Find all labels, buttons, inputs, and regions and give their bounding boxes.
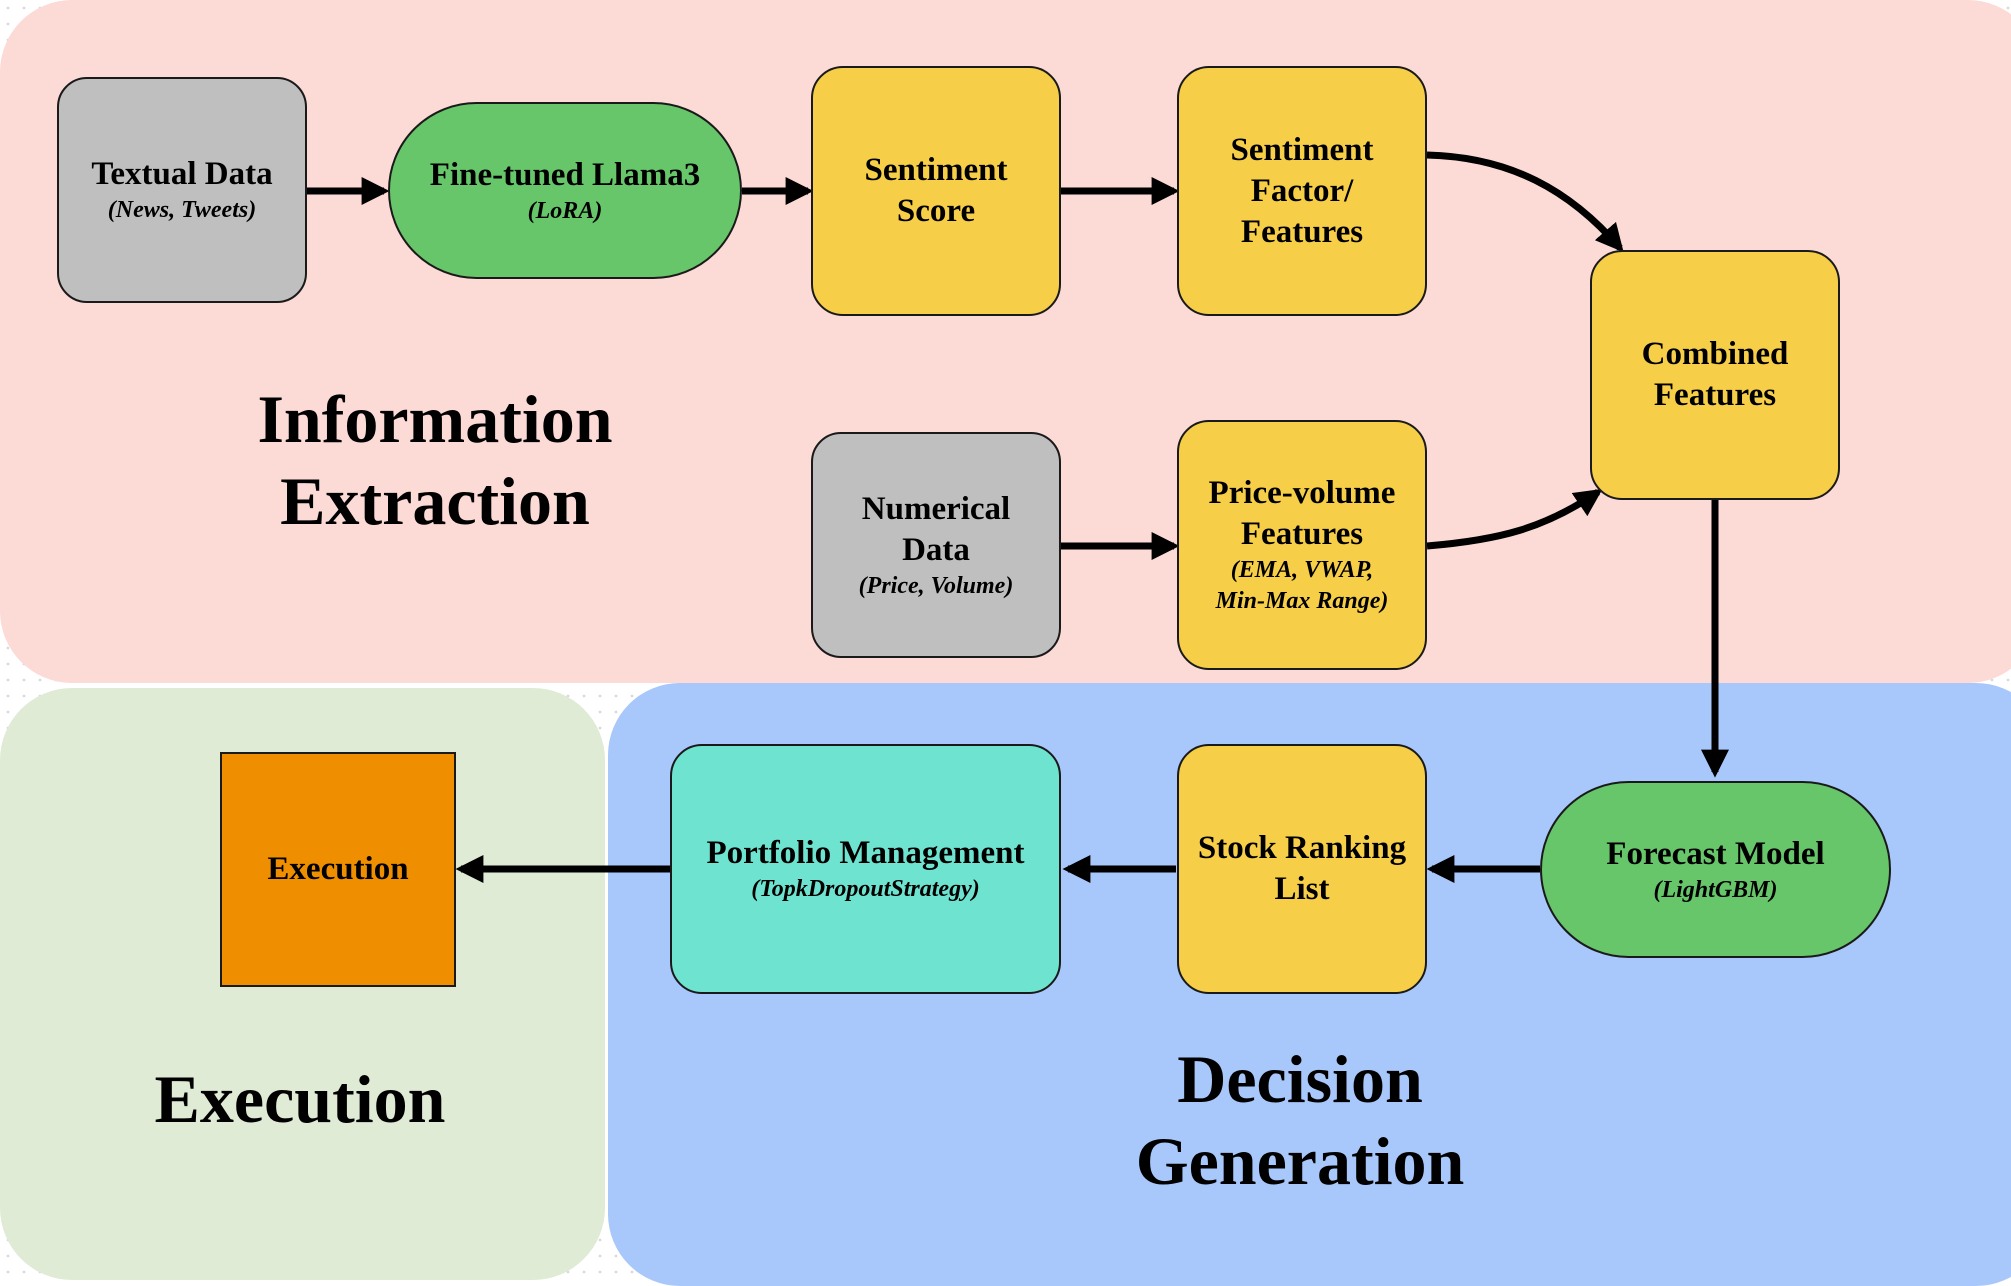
portfolio-management-title: Portfolio Management — [706, 835, 1025, 871]
sentiment-score-title: Sentiment Score — [864, 152, 1008, 229]
combined-features-title: Combined Features — [1641, 336, 1789, 413]
sentiment-factor-title: Sentiment Factor/ Features — [1230, 131, 1374, 250]
price-volume-node: Price-volume Features (EMA, VWAP, Min-Ma… — [1177, 420, 1427, 670]
forecast-model-title: Forecast Model — [1606, 835, 1825, 872]
sentiment-score-node: Sentiment Score — [811, 66, 1061, 316]
textual-data-title: Textual Data — [91, 156, 273, 192]
portfolio-management-node: Portfolio Management (TopkDropoutStrateg… — [670, 744, 1061, 994]
arrow-factor-to-combined — [1426, 151, 1624, 253]
textual-data-node: Textual Data (News, Tweets) — [57, 77, 307, 303]
execution-node-title: Execution — [267, 851, 409, 887]
llama3-subtitle: (LoRA) — [527, 197, 603, 224]
arrow-price-volume-to-combined — [1426, 488, 1603, 550]
execution-title: Execution — [154, 1061, 446, 1137]
numerical-data-subtitle: (Price, Volume) — [858, 572, 1014, 599]
portfolio-management-subtitle: (TopkDropoutStrategy) — [751, 876, 980, 902]
information-extraction-title: Information Extraction — [257, 381, 613, 539]
stock-ranking-node: Stock Ranking List — [1177, 744, 1427, 994]
price-volume-subtitle: (EMA, VWAP, Min-Max Range) — [1215, 557, 1389, 614]
stock-ranking-title: Stock Ranking List — [1197, 830, 1407, 907]
decision-generation-title: Decision Generation — [1135, 1041, 1465, 1199]
price-volume-title: Price-volume Features — [1208, 475, 1396, 552]
llama3-node: Fine-tuned Llama3 (LoRA) — [388, 102, 742, 279]
numerical-data-title: Numerical Data — [861, 490, 1011, 568]
sentiment-factor-node: Sentiment Factor/ Features — [1177, 66, 1427, 316]
numerical-data-node: Numerical Data (Price, Volume) — [811, 432, 1061, 658]
forecast-model-subtitle: (LightGBM) — [1653, 876, 1778, 903]
llama3-title: Fine-tuned Llama3 — [429, 156, 701, 193]
combined-features-node: Combined Features — [1590, 250, 1840, 500]
forecast-model-node: Forecast Model (LightGBM) — [1540, 781, 1891, 958]
textual-data-subtitle: (News, Tweets) — [107, 197, 257, 223]
execution-node: Execution — [220, 752, 456, 987]
